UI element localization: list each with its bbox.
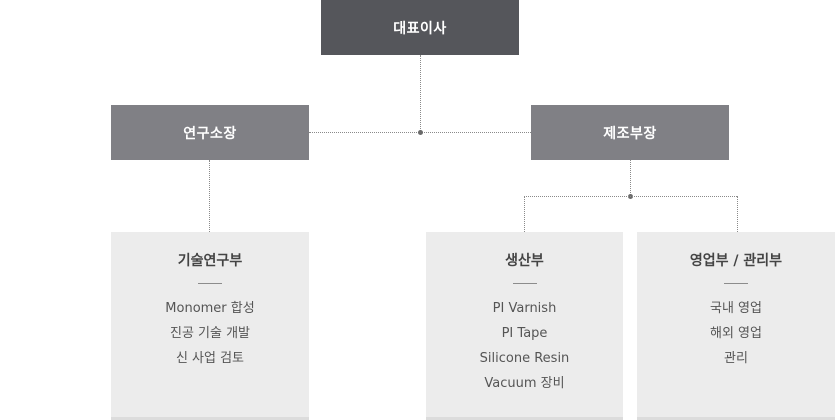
research-connector — [209, 160, 210, 232]
dept-sales-admin-card: 영업부 / 관리부 국내 영업 해외 영업 관리 — [637, 232, 835, 420]
dept-item: Vacuum 장비 — [484, 376, 565, 391]
dept-title: 기술연구부 — [177, 253, 243, 269]
manufacturing-head-label: 제조부장 — [603, 125, 657, 142]
mfg-branch-connector — [524, 196, 737, 197]
dept-divider — [198, 283, 222, 284]
dept-item: Silicone Resin — [479, 351, 570, 366]
dept-item: 관리 — [724, 351, 748, 366]
dept-item: PI Tape — [501, 326, 548, 341]
dept-item: PI Varnish — [492, 301, 557, 316]
ceo-box: 대표이사 — [321, 0, 519, 55]
dept-title: 영업부 / 관리부 — [689, 253, 783, 269]
mfg-connector — [630, 160, 631, 197]
ceo-label: 대표이사 — [393, 20, 447, 37]
manufacturing-head-box: 제조부장 — [531, 105, 729, 160]
dept-item: 해외 영업 — [710, 326, 762, 341]
dept-divider — [724, 283, 748, 284]
dept-divider — [512, 283, 537, 284]
sales-connector — [737, 196, 738, 232]
prod-connector — [524, 196, 525, 232]
research-head-box: 연구소장 — [111, 105, 309, 160]
research-head-label: 연구소장 — [183, 125, 237, 142]
dept-title: 생산부 — [505, 253, 544, 269]
ceo-connector — [420, 55, 421, 133]
dept-item: 국내 영업 — [710, 301, 762, 316]
dept-item: 신 사업 검토 — [175, 351, 245, 366]
heads-junction-dot — [418, 130, 423, 135]
dept-item: Monomer 합성 — [165, 301, 255, 316]
dept-item: 진공 기술 개발 — [169, 326, 251, 341]
dept-production-card: 생산부 PI Varnish PI Tape Silicone Resin Va… — [426, 232, 623, 420]
dept-rnd-card: 기술연구부 Monomer 합성 진공 기술 개발 신 사업 검토 — [111, 232, 309, 420]
